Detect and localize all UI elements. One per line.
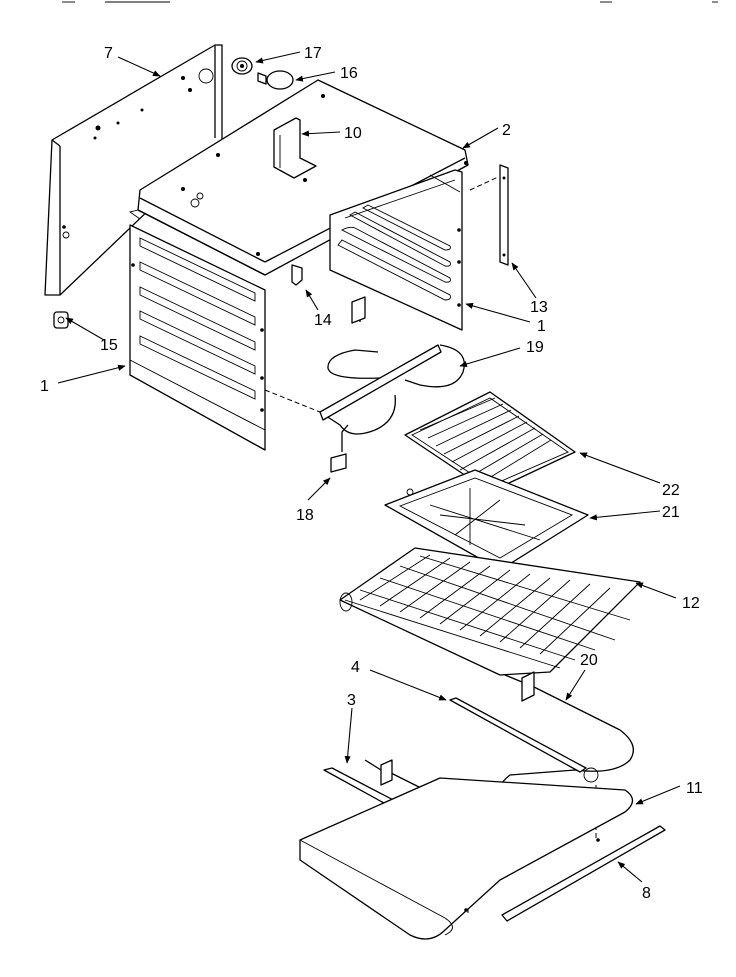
part-12-oven-rack (339, 547, 641, 676)
callout-3: 3 (347, 692, 356, 709)
part-11-bottom-panel (299, 777, 634, 940)
part-1-left-side-panel (129, 224, 266, 451)
callout-19: 19 (526, 339, 544, 356)
callout-12: 12 (682, 595, 700, 612)
part-2-top-panel (128, 79, 469, 276)
callout-11: 11 (686, 780, 703, 797)
callout-13: 13 (530, 299, 548, 316)
callout-10: 10 (344, 125, 362, 142)
part-15-clip (53, 311, 69, 329)
callout-1-left: 1 (40, 378, 49, 395)
callout-17: 17 (304, 45, 322, 62)
callout-2: 2 (502, 122, 511, 139)
part-17-lamp-socket (231, 57, 253, 75)
callout-21: 21 (662, 504, 680, 521)
part-8-front-trim (501, 825, 666, 922)
part-16-lamp-bulb (257, 70, 294, 90)
callout-20: 20 (580, 652, 598, 669)
callout-labels: 7 17 16 10 2 13 1 14 15 1 19 18 22 21 12… (40, 45, 703, 902)
callout-4: 4 (351, 659, 360, 676)
callout-16: 16 (340, 65, 358, 82)
callout-14: 14 (314, 312, 332, 329)
callout-22: 22 (662, 482, 680, 499)
part-4-rail (449, 697, 599, 783)
callout-15: 15 (100, 337, 118, 354)
callout-1-right: 1 (537, 318, 546, 335)
part-10-bracket (273, 117, 317, 179)
part-22-broiler-grid (404, 391, 576, 493)
part-19-broil-element (264, 296, 465, 473)
part-1-right-side-panel (329, 169, 463, 331)
part-21-broiler-pan (384, 469, 589, 571)
part-14-small-bracket (291, 264, 303, 286)
callout-8: 8 (642, 885, 651, 902)
part-13-trim-strip (469, 164, 509, 266)
callout-7: 7 (104, 45, 113, 62)
callout-18: 18 (296, 507, 314, 524)
leader-lines (57, 51, 681, 883)
